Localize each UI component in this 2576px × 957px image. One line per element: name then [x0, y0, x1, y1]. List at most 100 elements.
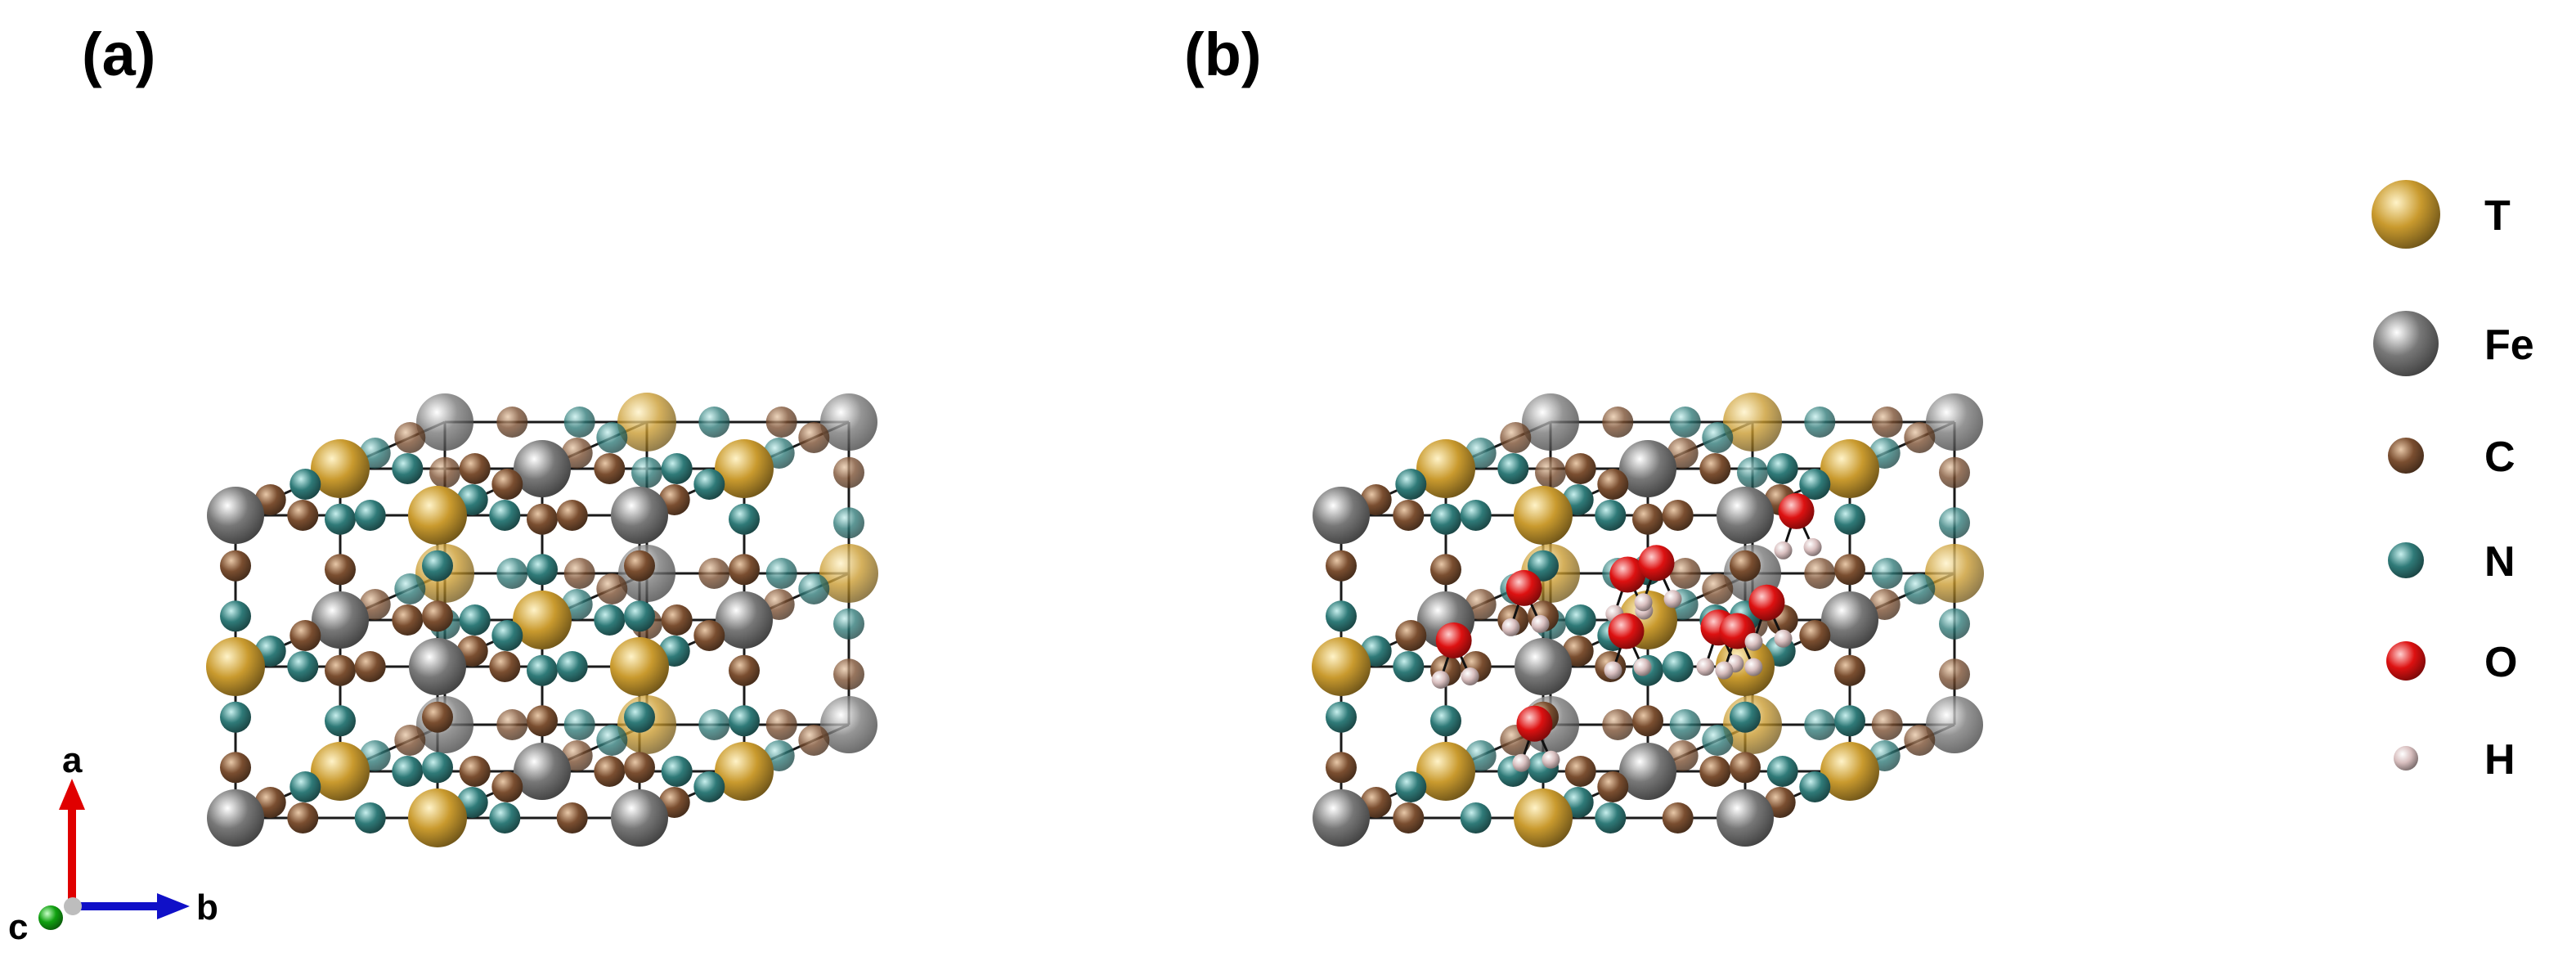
b-atom-T	[1820, 742, 1879, 801]
a-atom-N	[729, 705, 760, 737]
a-atom-T	[715, 439, 774, 498]
a-atom-C	[765, 407, 797, 438]
a-atom-C	[624, 550, 655, 582]
b-atom-N	[1904, 573, 1936, 604]
b-atom-C	[1597, 469, 1629, 500]
a-atom-C	[394, 725, 426, 756]
b-atom-N	[1939, 507, 1970, 539]
a-atom-C	[491, 771, 523, 802]
b-atom-H	[1542, 750, 1560, 769]
a-atom-C	[220, 752, 251, 784]
a-atom-N	[527, 654, 558, 686]
legend-label-N: N	[2484, 538, 2515, 586]
legend-label-Fe: Fe	[2484, 321, 2534, 369]
a-atom-C	[833, 658, 864, 690]
b-atom-Fe	[1619, 440, 1676, 497]
a-atom-Fe	[716, 591, 773, 649]
a-atom-N	[596, 422, 628, 453]
legend-item-Fe: Fe	[2373, 311, 2534, 376]
b-atom-H	[1512, 753, 1531, 772]
legend-item-T: T	[2372, 180, 2511, 249]
panel-b: (b)	[1184, 20, 1984, 847]
b-atom-N	[1799, 469, 1831, 500]
b-atom-N	[1595, 802, 1627, 833]
b-atom-C	[1535, 456, 1566, 488]
a-atom-N	[422, 550, 453, 582]
b-atom-Fe	[1313, 789, 1370, 847]
b-atom-C	[1430, 554, 1461, 586]
b-atom-N	[1799, 771, 1831, 802]
b-atom-O	[1748, 584, 1785, 621]
b-atom-C	[1669, 558, 1701, 589]
b-atom-H	[1461, 667, 1479, 685]
b-atom-T	[1416, 439, 1475, 498]
a-atom-T	[311, 742, 370, 801]
b-atom-C	[1871, 407, 1903, 438]
a-atom-T	[408, 486, 467, 545]
a-atom-C	[289, 620, 321, 651]
b-atom-N	[1528, 550, 1559, 582]
a-atom-N	[392, 453, 424, 484]
b-atom-C	[1326, 550, 1357, 582]
a-atom-T	[408, 789, 467, 847]
a-atoms	[206, 393, 878, 847]
a-atom-N	[631, 456, 662, 488]
a-atom-N	[556, 651, 588, 682]
b-atom-O	[1516, 705, 1553, 742]
b-atom-Fe	[1515, 638, 1572, 695]
b-atom-C	[1393, 500, 1425, 531]
a-atom-Fe	[312, 591, 369, 649]
b-atom-Fe	[1821, 591, 1878, 649]
b-atom-N	[1662, 651, 1694, 682]
a-atom-N	[765, 558, 797, 589]
b-atom-C	[1632, 503, 1663, 535]
a-atom-Fe	[611, 487, 668, 544]
a-atom-C	[698, 558, 730, 589]
b-atom-H	[1634, 593, 1653, 612]
b-water-molecule	[1774, 492, 1822, 559]
b-atom-C	[1326, 752, 1357, 784]
b-atom-H	[1715, 661, 1734, 680]
a-atom-T	[206, 637, 265, 696]
b-atom-N	[1669, 709, 1701, 740]
panel-a-label: (a)	[82, 20, 155, 88]
b-atom-C	[1602, 407, 1634, 438]
a-atom-N	[833, 507, 864, 539]
panel-b-structure	[1312, 393, 1984, 847]
a-atom-Fe	[514, 743, 571, 800]
b-atom-C	[1834, 554, 1865, 586]
a-atom-C	[556, 500, 588, 531]
b-atom-C	[1904, 422, 1936, 453]
b-atom-O	[1435, 622, 1472, 658]
a-atom-N	[698, 407, 730, 438]
b-atom-N	[1564, 604, 1596, 636]
a-atom-N	[624, 701, 655, 733]
legend-label-T: T	[2484, 192, 2511, 240]
a-atom-C	[489, 651, 521, 682]
a-atom-T	[513, 591, 572, 649]
b-water-molecule	[1634, 545, 1682, 612]
b-atom-Fe	[1926, 393, 1983, 451]
a-atom-C	[394, 422, 426, 453]
b-atom-O	[1506, 569, 1542, 606]
b-atom-N	[1460, 500, 1492, 531]
b-atom-H	[1744, 632, 1763, 651]
a-atom-T	[311, 439, 370, 498]
b-atom-H	[1604, 661, 1622, 680]
a-atom-C	[496, 709, 528, 740]
a-atom-C	[496, 407, 528, 438]
axes-indicator: a b c	[8, 740, 218, 947]
a-atom-C	[459, 453, 491, 484]
legend-item-H: H	[2394, 736, 2515, 784]
legend-swatch-C	[2388, 438, 2424, 474]
a-atom-N	[220, 701, 251, 733]
axis-c-dot	[38, 905, 63, 930]
legend-item-N: N	[2388, 538, 2515, 586]
b-atom-N	[1430, 705, 1461, 737]
b-atom-C	[1564, 756, 1596, 787]
b-atom-T	[1312, 637, 1371, 696]
a-atom-N	[489, 500, 521, 531]
legend-label-H: H	[2484, 736, 2515, 784]
a-atom-Fe	[409, 638, 466, 695]
